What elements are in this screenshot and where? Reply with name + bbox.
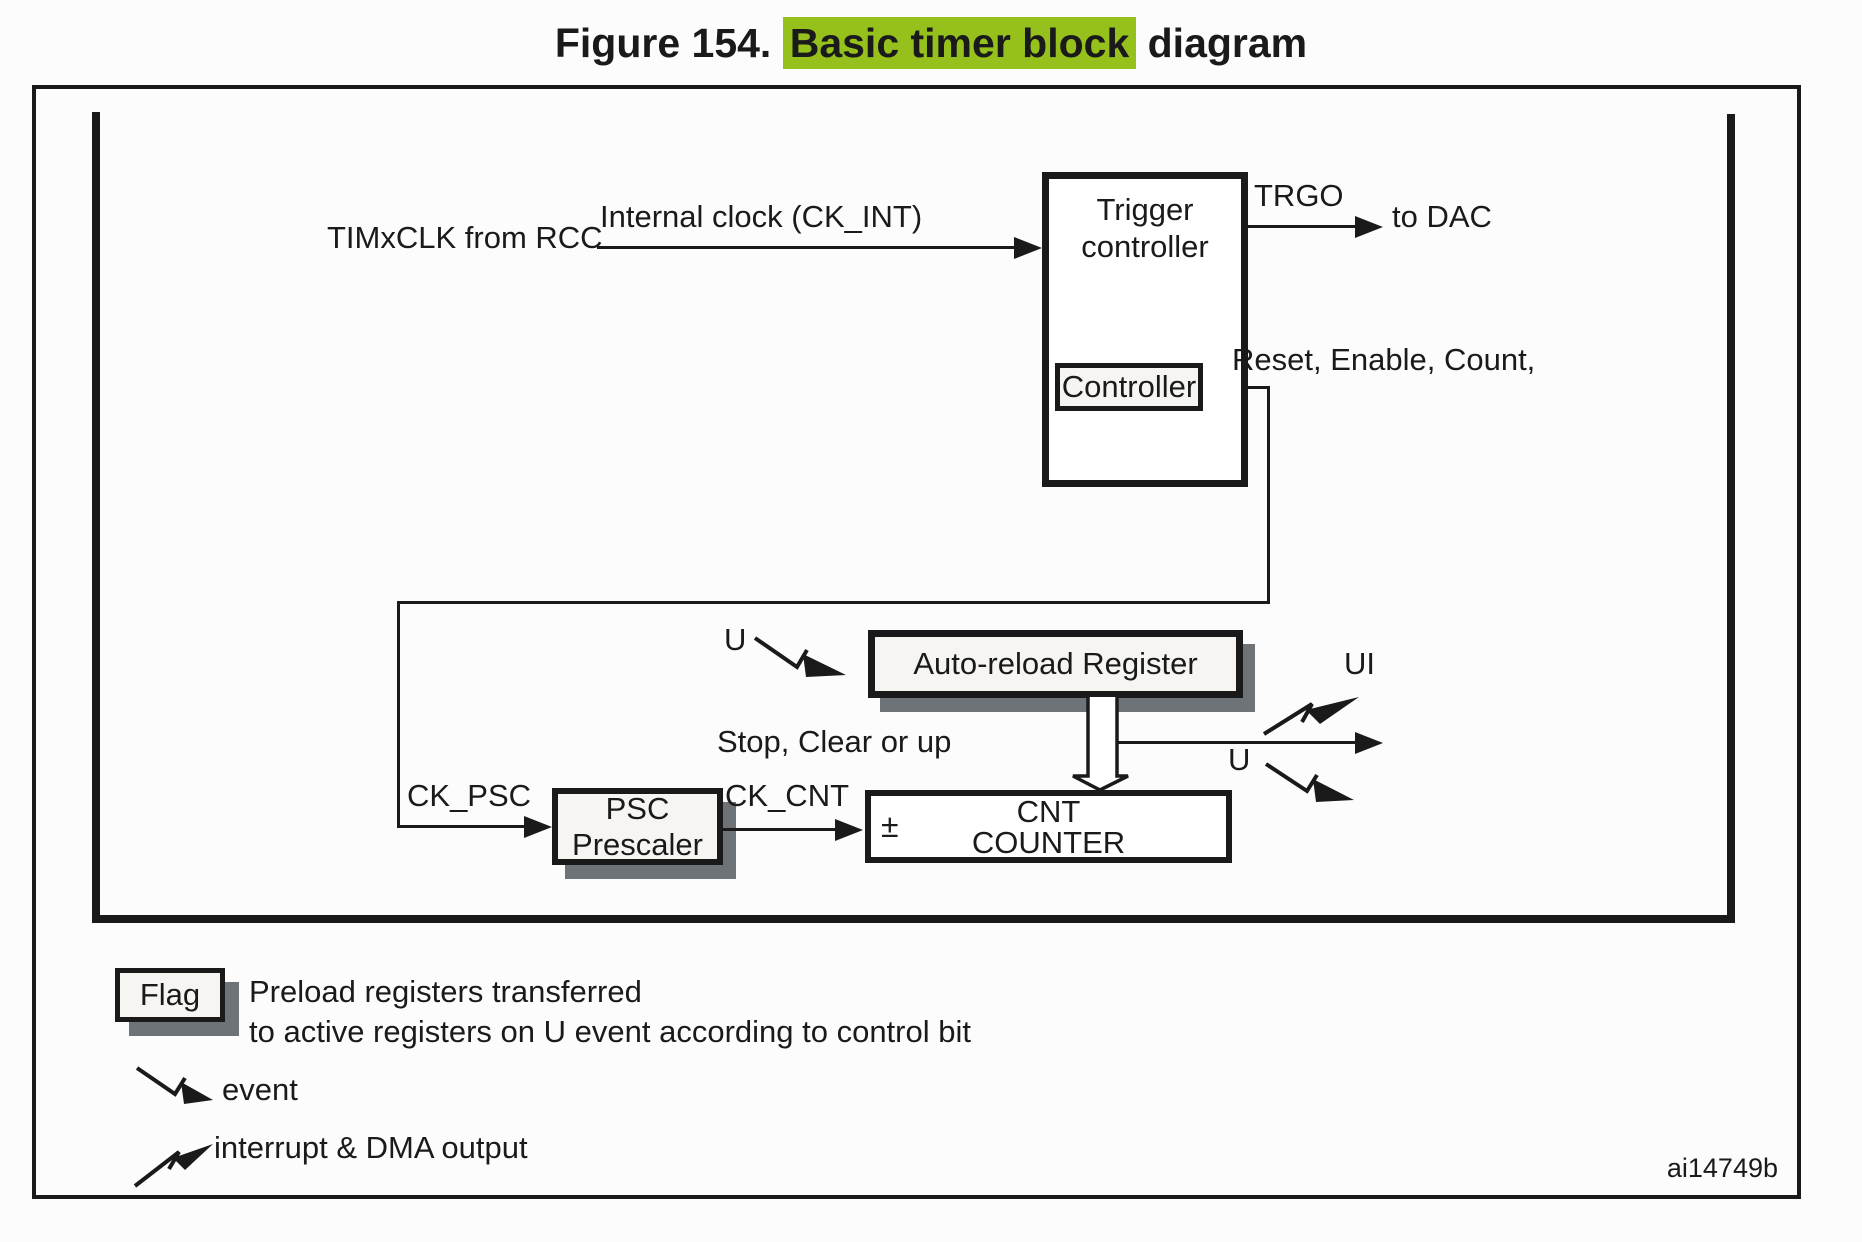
- figure-title: Figure 154. Basic timer block diagram: [0, 17, 1862, 69]
- psc-prescaler-box: PSC Prescaler: [552, 788, 723, 865]
- figure-title-suffix: diagram: [1136, 20, 1308, 66]
- control-path-hline: [397, 601, 1270, 604]
- trigger-controller-line2: controller: [1081, 229, 1209, 264]
- ui-label: UI: [1344, 646, 1375, 681]
- ck-psc-label: CK_PSC: [407, 778, 532, 813]
- figure-title-prefix: Figure 154.: [554, 20, 783, 66]
- u-event-arrow-icon: [753, 636, 846, 677]
- u-top-label: U: [724, 622, 747, 657]
- cnt-line2: COUNTER: [971, 824, 1126, 860]
- flag-box: Flag: [115, 968, 225, 1022]
- u-right-label: U: [1228, 742, 1251, 777]
- ck-cnt-label: CK_CNT: [725, 778, 850, 813]
- plus-minus-label: ±: [881, 808, 899, 844]
- to-dac-label: to DAC: [1392, 199, 1492, 234]
- legend-event-label: event: [222, 1072, 298, 1107]
- control-path-right-vline: [1267, 386, 1270, 604]
- cnt-line1: CNT: [1016, 793, 1081, 829]
- controller-label: Controller: [1061, 369, 1197, 404]
- control-path-stub-line: [1248, 386, 1270, 389]
- ck-cnt-arrow-line: [723, 828, 838, 831]
- reset-enable-count-label: Reset, Enable, Count,: [1232, 342, 1536, 377]
- figure-title-highlight: Basic timer block: [782, 17, 1137, 69]
- legend-interrupt-arrow-icon: [133, 1144, 213, 1188]
- auto-reload-register-box: Auto-reload Register: [868, 630, 1243, 698]
- preload-transfer-arrow-icon: [1072, 697, 1129, 792]
- auto-reload-label: Auto-reload Register: [913, 646, 1198, 681]
- legend-preload-line1: Preload registers transferred: [249, 974, 642, 1009]
- legend-interrupt-label: interrupt & DMA output: [214, 1130, 528, 1165]
- trgo-arrowhead-icon: [1355, 216, 1383, 238]
- psc-line2: Prescaler: [572, 826, 703, 862]
- stop-clear-label: Stop, Clear or up: [717, 724, 952, 759]
- ui-interrupt-arrow-icon: [1262, 697, 1359, 736]
- u-output-arrowhead-icon: [1355, 732, 1383, 754]
- figure-id: ai14749b: [1666, 1153, 1778, 1183]
- trgo-label: TRGO: [1254, 178, 1344, 213]
- timxclk-label: TIMxCLK from RCC: [327, 220, 603, 255]
- legend-preload-line2: to active registers on U event according…: [249, 1014, 971, 1049]
- internal-clock-label: Internal clock (CK_INT): [600, 199, 923, 234]
- trgo-arrow-line: [1248, 225, 1358, 228]
- internal-clock-arrow-line: [597, 246, 1017, 249]
- ck-cnt-arrowhead-icon: [835, 819, 863, 841]
- controller-box: Controller: [1055, 363, 1203, 411]
- ck-psc-arrowhead-icon: [524, 816, 552, 838]
- diagram-frame-left: [92, 112, 100, 922]
- u-output-arrow-line: [1117, 741, 1357, 744]
- internal-clock-arrowhead-icon: [1014, 237, 1042, 259]
- cnt-counter-box: ± CNT COUNTER: [865, 790, 1232, 863]
- legend-event-arrow-icon: [135, 1066, 213, 1104]
- diagram-frame-bottom: [92, 915, 1735, 923]
- control-path-left-vline: [397, 601, 400, 828]
- ck-psc-arrow-line: [397, 825, 527, 828]
- trigger-controller-line1: Trigger: [1096, 192, 1194, 227]
- u-right-event-arrow-icon: [1264, 762, 1354, 802]
- trigger-controller-box: Trigger controller: [1042, 172, 1248, 487]
- figure-border: [32, 85, 1801, 1199]
- psc-line1: PSC: [605, 790, 670, 826]
- diagram-frame-right: [1727, 114, 1735, 922]
- flag-label: Flag: [139, 977, 201, 1012]
